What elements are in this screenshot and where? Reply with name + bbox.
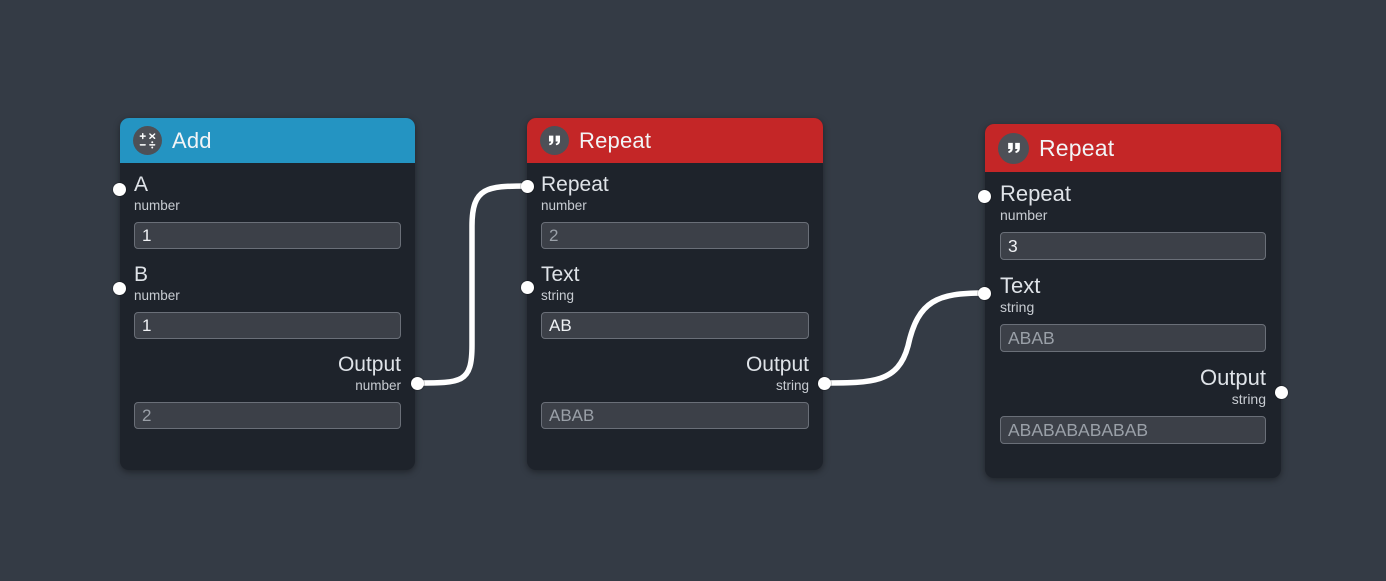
node-add[interactable]: Add A number 1 B number 1 Output number … [120,118,415,470]
spacer [134,339,401,352]
port-label-output: Output [337,353,401,376]
input-field-text[interactable]: ABAB [1000,324,1266,352]
port-type-output: number [355,378,401,393]
input-field-text[interactable]: AB [541,312,809,339]
port-output-repeat-1-result[interactable] [818,377,831,390]
node-repeat-2-header[interactable]: Repeat [985,124,1281,172]
port-input-repeat-2-repeat[interactable] [978,190,991,203]
input-field-repeat-count[interactable]: 2 [541,222,809,249]
port-type-a: number [134,198,180,213]
port-type-text: string [541,288,575,303]
node-repeat-1-body: Repeat number 2 Text string AB Output st… [527,163,823,445]
node-repeat-2[interactable]: Repeat Repeat number 3 Text string ABAB … [985,124,1281,478]
node-repeat-1-title: Repeat [579,127,652,153]
connection-repeat1-output-to-repeat2-text[interactable] [821,290,987,386]
node-repeat-1-row-output: Output string ABAB [541,352,809,429]
quote-icon [540,126,569,155]
node-add-body: A number 1 B number 1 Output number 2 [120,163,415,445]
spacer [541,339,809,352]
output-field-result: ABABABABABAB [1000,416,1266,444]
spacer [1000,352,1266,365]
port-type-repeat: number [541,198,587,213]
node-repeat-2-body: Repeat number 3 Text string ABAB Output … [985,172,1281,460]
node-add-row-output: Output number 2 [134,352,401,429]
port-label-output: Output [1199,365,1266,390]
spacer [541,249,809,262]
output-field-result: 2 [134,402,401,429]
node-repeat-2-row-text: Text string ABAB [1000,273,1266,352]
port-type-repeat: number [1000,207,1048,223]
port-type-output: string [1231,391,1266,407]
connection-add-output-to-repeat1-repeat[interactable] [414,183,530,386]
port-label-text: Text [541,263,580,286]
port-input-repeat-2-text[interactable] [978,287,991,300]
node-add-row-b: B number 1 [134,262,401,339]
port-label-repeat: Repeat [541,173,609,196]
port-input-repeat-1-repeat[interactable] [521,180,534,193]
port-input-repeat-1-text[interactable] [521,281,534,294]
output-field-result: ABAB [541,402,809,429]
node-add-title: Add [172,127,212,153]
port-label-b: B [134,263,149,286]
input-field-b[interactable]: 1 [134,312,401,339]
port-label-output: Output [745,353,809,376]
port-label-text: Text [1000,273,1041,298]
port-type-output: string [775,378,809,393]
node-repeat-1-row-text: Text string AB [541,262,809,339]
node-repeat-2-row-repeat: Repeat number 3 [1000,181,1266,260]
port-label-repeat: Repeat [1000,181,1071,206]
node-add-header[interactable]: Add [120,118,415,163]
input-field-a[interactable]: 1 [134,222,401,249]
quote-icon [998,132,1029,164]
node-repeat-1[interactable]: Repeat Repeat number 2 Text string AB Ou… [527,118,823,470]
port-type-text: string [1000,299,1035,315]
port-output-add-result[interactable] [411,377,424,390]
port-label-a: A [134,173,149,196]
node-repeat-2-title: Repeat [1039,134,1115,161]
math-operations-icon [133,126,162,155]
port-input-add-b[interactable] [113,282,126,295]
node-repeat-1-row-repeat: Repeat number 2 [541,172,809,249]
port-input-add-a[interactable] [113,183,126,196]
port-type-b: number [134,288,180,303]
spacer [1000,260,1266,273]
port-output-repeat-2-result[interactable] [1275,386,1288,399]
node-add-row-a: A number 1 [134,172,401,249]
node-repeat-2-row-output: Output string ABABABABABAB [1000,365,1266,444]
node-repeat-1-header[interactable]: Repeat [527,118,823,163]
spacer [134,249,401,262]
input-field-repeat-count[interactable]: 3 [1000,232,1266,260]
